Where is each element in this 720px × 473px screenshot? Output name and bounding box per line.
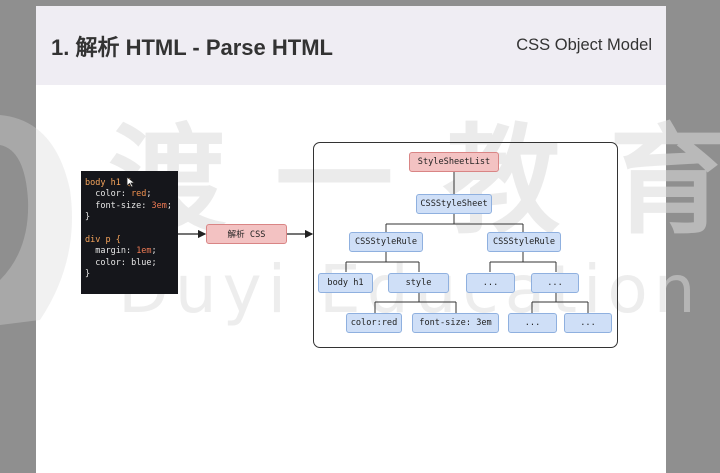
parse-css-box: 解析 CSS	[206, 224, 287, 244]
color-declaration-node: color:red	[346, 313, 402, 333]
ellipsis-node-1: ...	[466, 273, 515, 293]
cssstylerule-right-node: CSSStyleRule	[487, 232, 561, 252]
slide-subtitle: CSS Object Model	[516, 36, 652, 54]
code-token: 1em	[136, 246, 152, 257]
ellipsis-node-4: ...	[564, 313, 612, 333]
style-node: style	[388, 273, 449, 293]
code-token: div p {	[85, 234, 121, 245]
code-line: margin: 1em;	[85, 246, 178, 257]
slide-title: 1. 解析 HTML - Parse HTML	[51, 35, 333, 60]
cssom-frame	[313, 142, 618, 348]
selector-node: body h1	[318, 273, 373, 293]
code-token: margin:	[85, 246, 137, 257]
ellipsis-node-2: ...	[531, 273, 579, 293]
code-line: color: red;	[85, 189, 178, 200]
code-line: }	[85, 269, 178, 280]
code-line: div p {	[85, 235, 178, 246]
code-token: ;	[151, 246, 157, 257]
code-line: }	[85, 212, 178, 223]
code-token: color:	[85, 189, 132, 200]
code-token: }	[85, 269, 91, 280]
code-token: color:	[85, 257, 132, 268]
code-token: red	[131, 189, 147, 200]
ellipsis-node-3: ...	[508, 313, 557, 333]
css-code-block: body h1 { color: red; font-size: 3em;}di…	[81, 171, 178, 294]
code-token: 3em	[151, 200, 167, 211]
slide-header: 1. 解析 HTML - Parse HTML CSS Object Model	[36, 6, 666, 85]
stylesheetlist-node: StyleSheetList	[409, 152, 499, 172]
font-size-declaration-node: font-size: 3em	[412, 313, 499, 333]
code-token: }	[85, 212, 91, 223]
code-token: ;	[166, 200, 173, 211]
cssstylesheet-node: CSSStyleSheet	[416, 194, 492, 214]
code-line: color: blue;	[85, 258, 178, 269]
mouse-cursor-icon	[126, 176, 136, 188]
code-line: font-size: 3em;	[85, 201, 178, 212]
code-token: ;	[146, 189, 152, 200]
code-token: ;	[151, 257, 157, 268]
code-token: blue	[131, 257, 152, 268]
code-token: font-size:	[85, 200, 152, 211]
cssstylerule-left-node: CSSStyleRule	[349, 232, 423, 252]
